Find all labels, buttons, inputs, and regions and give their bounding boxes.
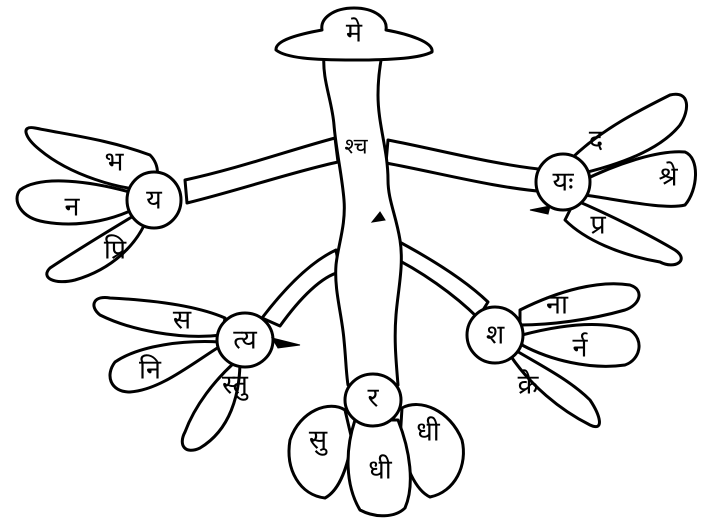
petal-text: ना xyxy=(546,290,569,321)
top-cap: मे xyxy=(276,8,432,60)
stem-upper-left xyxy=(185,138,338,203)
petal-text: नि xyxy=(139,354,162,386)
hub-text: त्य xyxy=(233,325,258,356)
petal-text: धी xyxy=(368,454,393,486)
hub-text: यः xyxy=(552,167,574,198)
top-cap-text: मे xyxy=(346,17,363,49)
petal-text: स xyxy=(173,305,192,336)
hub-text: र xyxy=(367,383,379,414)
petal-text: क्रे xyxy=(518,369,540,401)
petal xyxy=(110,342,222,392)
petal-text: प्रि xyxy=(104,234,127,266)
flower-lower-right: ना र्न क्रे श xyxy=(467,284,639,427)
trunk-text: श्च xyxy=(344,135,368,160)
stem-lower-left xyxy=(262,250,340,326)
petal-text: द xyxy=(589,125,604,156)
petal-text: र्न xyxy=(573,332,589,364)
petal-text: प्र xyxy=(590,210,606,241)
petal xyxy=(565,200,681,265)
leaf-mark xyxy=(530,206,550,214)
petal-text: भ xyxy=(105,147,125,178)
central-trunk xyxy=(324,55,402,385)
petal-text: न xyxy=(65,192,81,223)
stem-upper-right xyxy=(386,140,548,192)
leaf-mark xyxy=(272,338,300,348)
petal-text: श्रे xyxy=(658,161,678,193)
petal-text: सु xyxy=(309,425,328,457)
petal xyxy=(520,284,639,325)
hub-text: य xyxy=(146,185,163,216)
petal xyxy=(94,297,225,336)
flower-upper-left: भ न प्रि य xyxy=(17,128,181,282)
petal-text: धी xyxy=(416,416,441,448)
stem-lower-right xyxy=(388,238,488,318)
hub-text: श xyxy=(486,320,505,351)
flower-root: सु धी धी र xyxy=(289,374,463,516)
petal-text: स्तु xyxy=(222,370,249,402)
flower-upper-right: द श्रे प्र यः xyxy=(530,94,696,265)
